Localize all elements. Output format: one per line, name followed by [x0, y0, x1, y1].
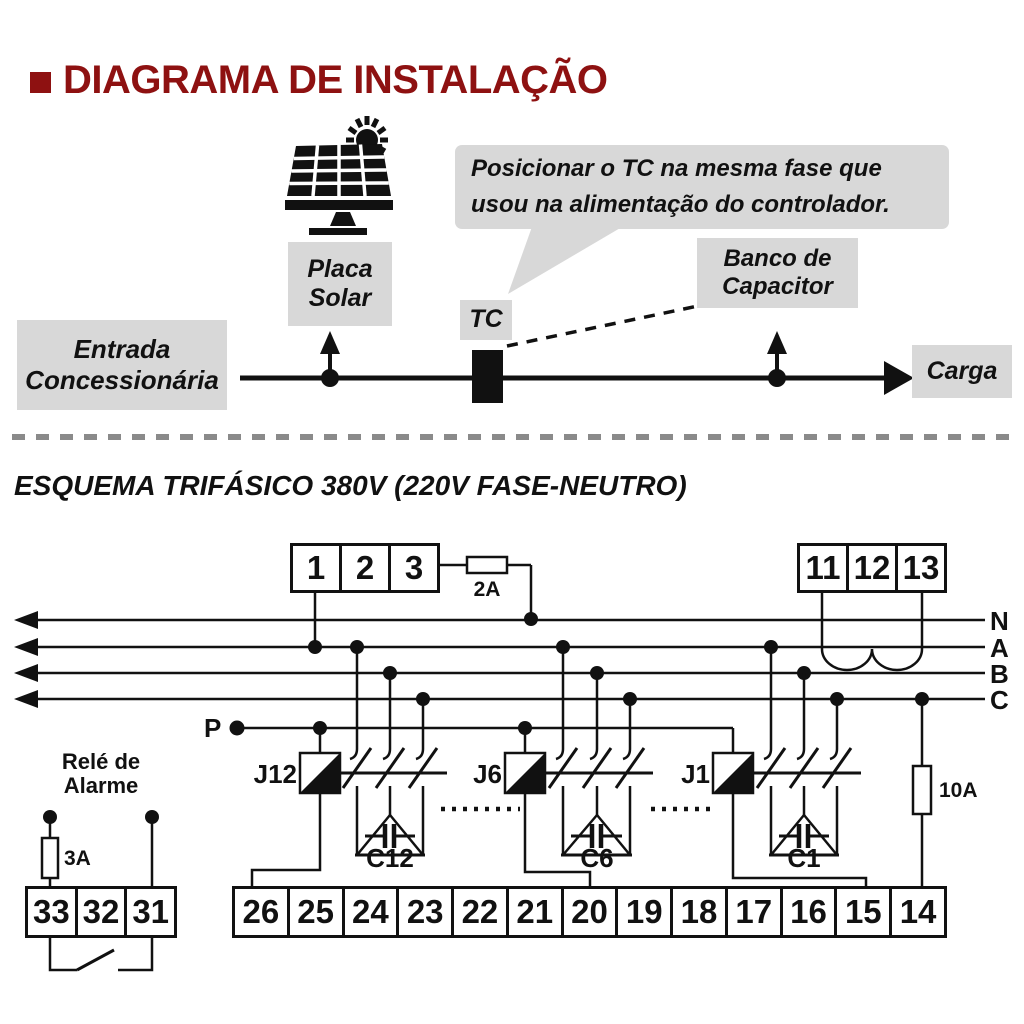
terminal-block-top-right: 11 12 13 — [797, 543, 947, 593]
capacitor-label-c1: C1 — [787, 843, 821, 873]
arrow-left-icon — [14, 638, 38, 656]
capacitor-label-c6: C6 — [580, 843, 614, 873]
callout-bubble: Posicionar o TC na mesma fase que usou n… — [455, 145, 949, 229]
capacitor-c1-icon — [769, 786, 839, 857]
capacitor-label-c12: C12 — [366, 843, 414, 873]
terminal-cell: 3 — [404, 549, 424, 586]
label-tc: TC — [460, 300, 512, 340]
label-line: Placa — [307, 254, 373, 283]
contactor-j6 — [503, 721, 653, 888]
label-entrada-concessionaria: Entrada Concessionária — [17, 320, 227, 410]
arrow-up-icon — [767, 331, 787, 354]
arrow-up-icon — [320, 331, 340, 354]
label-line: Carga — [926, 356, 998, 385]
terminal-cell: 13 — [902, 549, 940, 586]
title-bullet-icon — [30, 72, 51, 93]
bus-lines — [14, 611, 985, 708]
label-line: Relé de — [61, 749, 141, 774]
label-carga: Carga — [912, 345, 1012, 398]
p-label: P — [204, 713, 222, 743]
fuse-2a-label: 2A — [473, 578, 501, 601]
label-line: Alarme — [63, 773, 139, 799]
ct-loop-icon — [820, 593, 924, 672]
label-line: Capacitor — [722, 273, 833, 300]
contactor-label-j6: J6 — [473, 759, 502, 789]
terminal-cell: 31 — [132, 893, 170, 930]
page-title-text: DIAGRAMA DE INSTALAÇÃO — [63, 58, 608, 102]
contactor-j1 — [711, 728, 868, 888]
terminal-block-alarm: 33 32 31 — [25, 886, 177, 938]
terminal-cell: 15 — [837, 889, 893, 935]
terminal-cell: 19 — [618, 889, 674, 935]
terminal-cell: 20 — [564, 889, 619, 935]
terminal-block-bottom: 26 25 24 23 22 21 20 19 18 17 16 15 14 — [232, 886, 947, 938]
schematic-heading: ESQUEMA TRIFÁSICO 380V (220V FASE-NEUTRO… — [14, 470, 687, 501]
terminal-cell: 2 — [342, 546, 391, 590]
alarm-relay-wiring — [40, 810, 159, 972]
terminal-cell: 1 — [293, 546, 342, 590]
capacitor-c6-icon — [561, 786, 632, 857]
dashed-link — [506, 304, 699, 348]
fuse-10a-label: 10A — [939, 779, 978, 802]
terminal-cell: 32 — [78, 889, 128, 935]
ct-block — [472, 350, 503, 403]
label-line: Entrada — [73, 334, 171, 365]
terminal-cell: 14 — [899, 893, 937, 930]
label-banco-capacitor: Banco de Capacitor — [697, 238, 858, 308]
phase-taps — [349, 640, 844, 761]
bus-label-n: N — [990, 606, 1009, 636]
terminal-cell: 18 — [673, 889, 728, 935]
bus-label-b: B — [990, 659, 1009, 689]
switch-blade-icon — [76, 948, 115, 972]
terminal-cell: 23 — [399, 889, 455, 935]
contactor-j12 — [250, 721, 447, 888]
fuse-3a-icon — [40, 836, 60, 880]
capacitor-c12-icon — [355, 786, 425, 857]
section-separator — [12, 434, 1012, 440]
terminal-cell: 16 — [783, 889, 838, 935]
label-line: Concessionária — [25, 365, 219, 395]
feeder-line — [240, 304, 914, 403]
fuse-3a-label: 3A — [64, 847, 91, 870]
bus-label-c: C — [990, 685, 1009, 715]
terminal-cell: 17 — [728, 889, 783, 935]
controller-supply-wiring — [308, 555, 538, 654]
terminal-cell: 22 — [454, 889, 509, 935]
p-line — [229, 720, 733, 736]
terminal-block-top-left: 1 2 3 — [290, 543, 440, 593]
terminal-cell: 12 — [849, 546, 898, 590]
label-line: Banco de — [723, 244, 832, 272]
contactor-label-j1: J1 — [681, 759, 710, 789]
terminal-cell: 21 — [509, 889, 564, 935]
label-line: Solar — [308, 284, 372, 312]
callout-tail — [508, 224, 627, 294]
alarm-relay-title: Relé de Alarme — [35, 749, 167, 799]
terminal-cell: 11 — [800, 546, 849, 590]
contactor-label-j12: J12 — [253, 759, 297, 789]
callout-line: Posicionar o TC na mesma fase que — [471, 155, 882, 182]
terminal-cell: 25 — [290, 889, 345, 935]
fuse-2a-icon — [465, 555, 509, 575]
fuse-10a-icon — [911, 764, 933, 816]
terminal-cell: 33 — [28, 889, 78, 935]
fuse-10a-branch — [911, 692, 933, 888]
arrow-left-icon — [14, 690, 38, 708]
page-title: DIAGRAMA DE INSTALAÇÃO — [30, 58, 608, 103]
solar-panel-icon — [285, 116, 393, 235]
callout-line: usou na alimentação do controlador. — [471, 191, 890, 218]
arrow-left-icon — [14, 664, 38, 682]
label-line: TC — [469, 305, 503, 334]
bus-label-a: A — [990, 633, 1009, 663]
label-placa-solar: Placa Solar — [288, 242, 392, 326]
arrow-left-icon — [14, 611, 38, 629]
arrow-right-icon — [884, 361, 914, 395]
terminal-cell: 26 — [235, 889, 290, 935]
terminal-cell: 24 — [345, 889, 400, 935]
